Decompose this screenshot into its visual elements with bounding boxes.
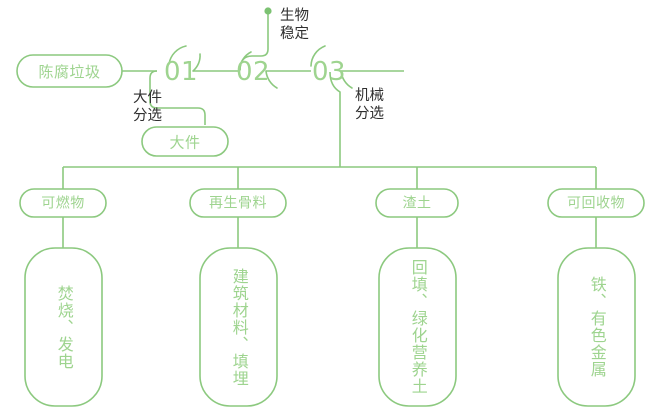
output-detail-text-1: 焚烧、发电 bbox=[54, 284, 74, 370]
output-detail-box-3[interactable] bbox=[378, 247, 457, 407]
source-pill-label: 陈腐垃圾 bbox=[38, 63, 100, 81]
output-pill-3-label: 渣土 bbox=[403, 196, 432, 212]
output-pill-4-label: 可回收物 bbox=[567, 196, 625, 212]
side-output-pill[interactable] bbox=[141, 126, 229, 157]
arc-02-right bbox=[265, 70, 278, 89]
side-output-pill-label: 大件 bbox=[169, 134, 200, 152]
output-pill-2-label: 再生骨料 bbox=[209, 196, 267, 212]
connector-02-to-bio-annotation bbox=[239, 14, 269, 71]
output-detail-text-2: 建筑材料、填埋 bbox=[229, 267, 249, 387]
output-detail-box-1[interactable] bbox=[24, 247, 103, 407]
stage-01-annotation: 大件 分选 bbox=[133, 90, 162, 125]
bio-branch-dot bbox=[264, 7, 272, 15]
arc-01-right bbox=[192, 53, 201, 72]
output-detail-box-4[interactable] bbox=[557, 247, 636, 407]
output-detail-text-3: 回填、绿化营养土 bbox=[408, 259, 428, 395]
stage-02-annotation: 生物 稳定 bbox=[280, 8, 309, 43]
stage-numeral-03: 03 bbox=[312, 57, 346, 87]
connector-03-trunk-down bbox=[329, 71, 341, 167]
stage-03-annotation: 机械 分选 bbox=[355, 88, 384, 123]
output-detail-box-2[interactable] bbox=[199, 247, 278, 407]
arc-01-left bbox=[168, 45, 187, 65]
output-detail-text-4: 铁、有色金属 bbox=[587, 276, 607, 378]
arc-03-right bbox=[340, 70, 353, 89]
connector-01-to-bulky bbox=[149, 70, 206, 125]
output-pill-1-label: 可燃物 bbox=[41, 195, 85, 212]
stage-numeral-02: 02 bbox=[236, 57, 270, 87]
source-pill[interactable] bbox=[16, 54, 123, 88]
arc-03-left bbox=[310, 45, 326, 67]
stage-numeral-01: 01 bbox=[164, 57, 198, 87]
